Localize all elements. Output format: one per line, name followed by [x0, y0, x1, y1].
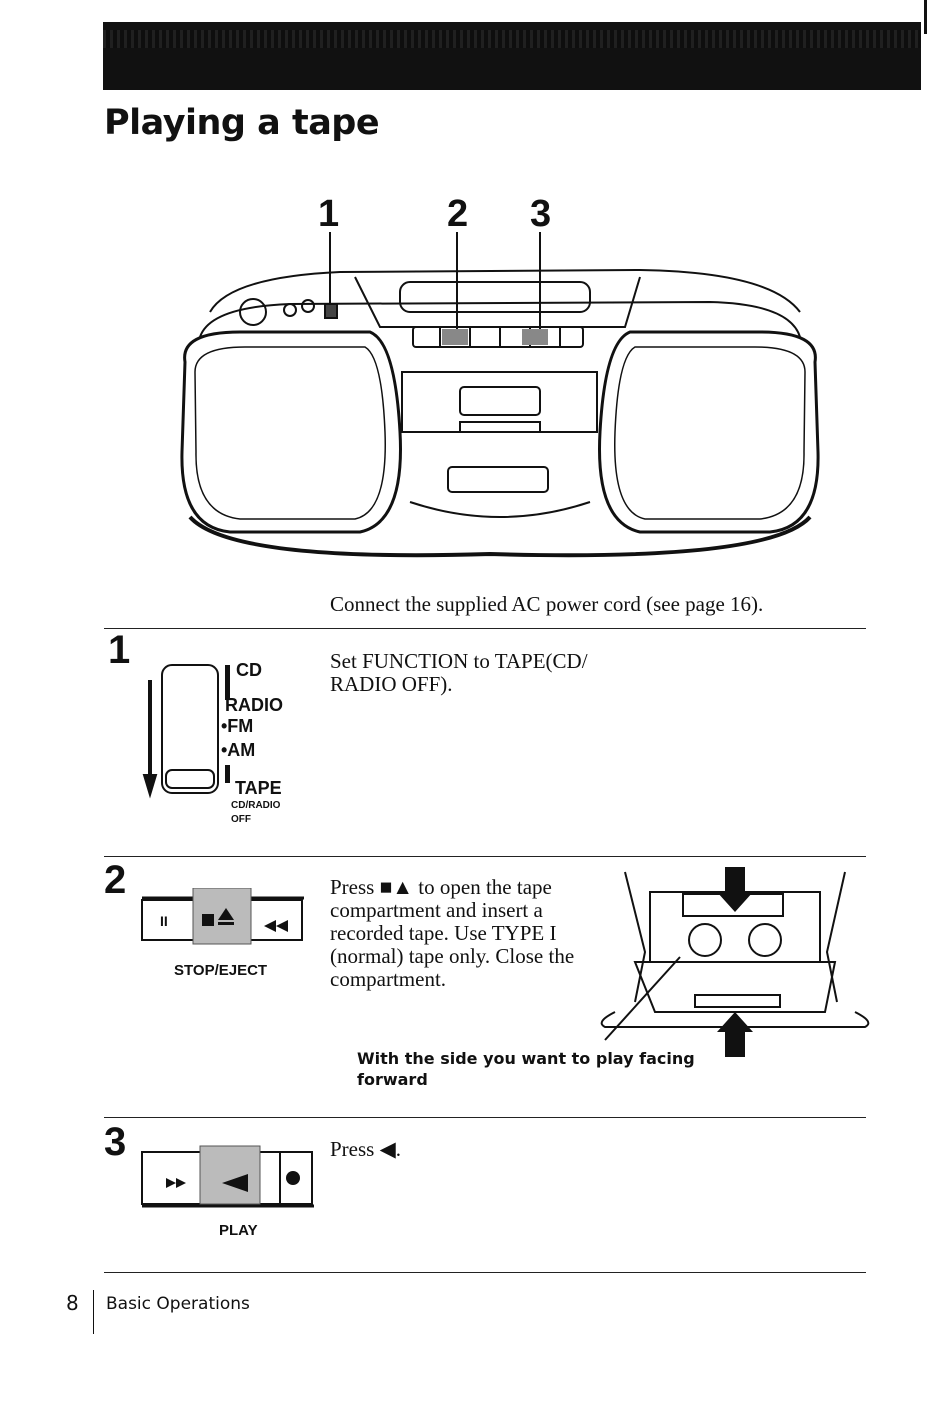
footer-page-number: 8	[66, 1291, 79, 1315]
svg-text:II: II	[160, 913, 168, 929]
footer-divider	[93, 1290, 94, 1334]
step-3-number: 3	[104, 1120, 127, 1164]
footer-section: Basic Operations	[106, 1294, 250, 1314]
page-title: Playing a tape	[104, 103, 380, 143]
cassette-insertion-illustration	[600, 867, 870, 1057]
divider-3	[104, 1117, 866, 1118]
step-2-text-line-4: (normal) tape only. Close the	[330, 944, 575, 968]
caption-line-2: forward	[357, 1070, 428, 1089]
play-label: PLAY	[219, 1222, 258, 1239]
intro-text: Connect the supplied AC power cord (see …	[330, 592, 764, 616]
step-1-text-line-2: RADIO OFF).	[330, 672, 453, 696]
switch-label-radio: RADIO	[225, 695, 283, 715]
switch-label-fm: •FM	[221, 716, 254, 736]
step-2-text-line-1: Press ■▲ to open the tape	[330, 875, 552, 899]
boombox-illustration	[180, 232, 820, 558]
step-1-number: 1	[108, 628, 131, 672]
step-2-text-line-3: recorded tape. Use TYPE I	[330, 921, 557, 945]
step-2-text-line-2: compartment and insert a	[330, 898, 543, 922]
callout-3: 3	[530, 193, 552, 235]
callout-2: 2	[447, 193, 469, 235]
play-button-illustration	[141, 1145, 314, 1208]
switch-label-tape: TAPE	[235, 778, 282, 798]
switch-label-cd-radio: CD/RADIO	[231, 800, 281, 811]
stop-eject-label: STOP/EJECT	[174, 962, 268, 979]
switch-label-off: OFF	[231, 814, 251, 825]
step-1-text-line-1: Set FUNCTION to TAPE(CD/	[330, 649, 588, 673]
function-switch-illustration	[142, 664, 230, 799]
switch-label-cd: CD	[236, 660, 262, 680]
divider-1	[104, 628, 866, 629]
step-2-number: 2	[104, 858, 127, 902]
step-2-text-line-5: compartment.	[330, 967, 447, 991]
callout-1: 1	[318, 193, 340, 235]
step-3-text: Press ◀.	[330, 1137, 401, 1161]
divider-4	[104, 1272, 866, 1273]
header-bar	[103, 22, 921, 90]
switch-label-am: •AM	[221, 740, 256, 760]
divider-2	[104, 856, 866, 857]
stop-eject-button-illustration: II	[141, 888, 304, 945]
corner-mark	[924, 0, 927, 34]
caption-line-1: With the side you want to play facing	[357, 1049, 695, 1068]
